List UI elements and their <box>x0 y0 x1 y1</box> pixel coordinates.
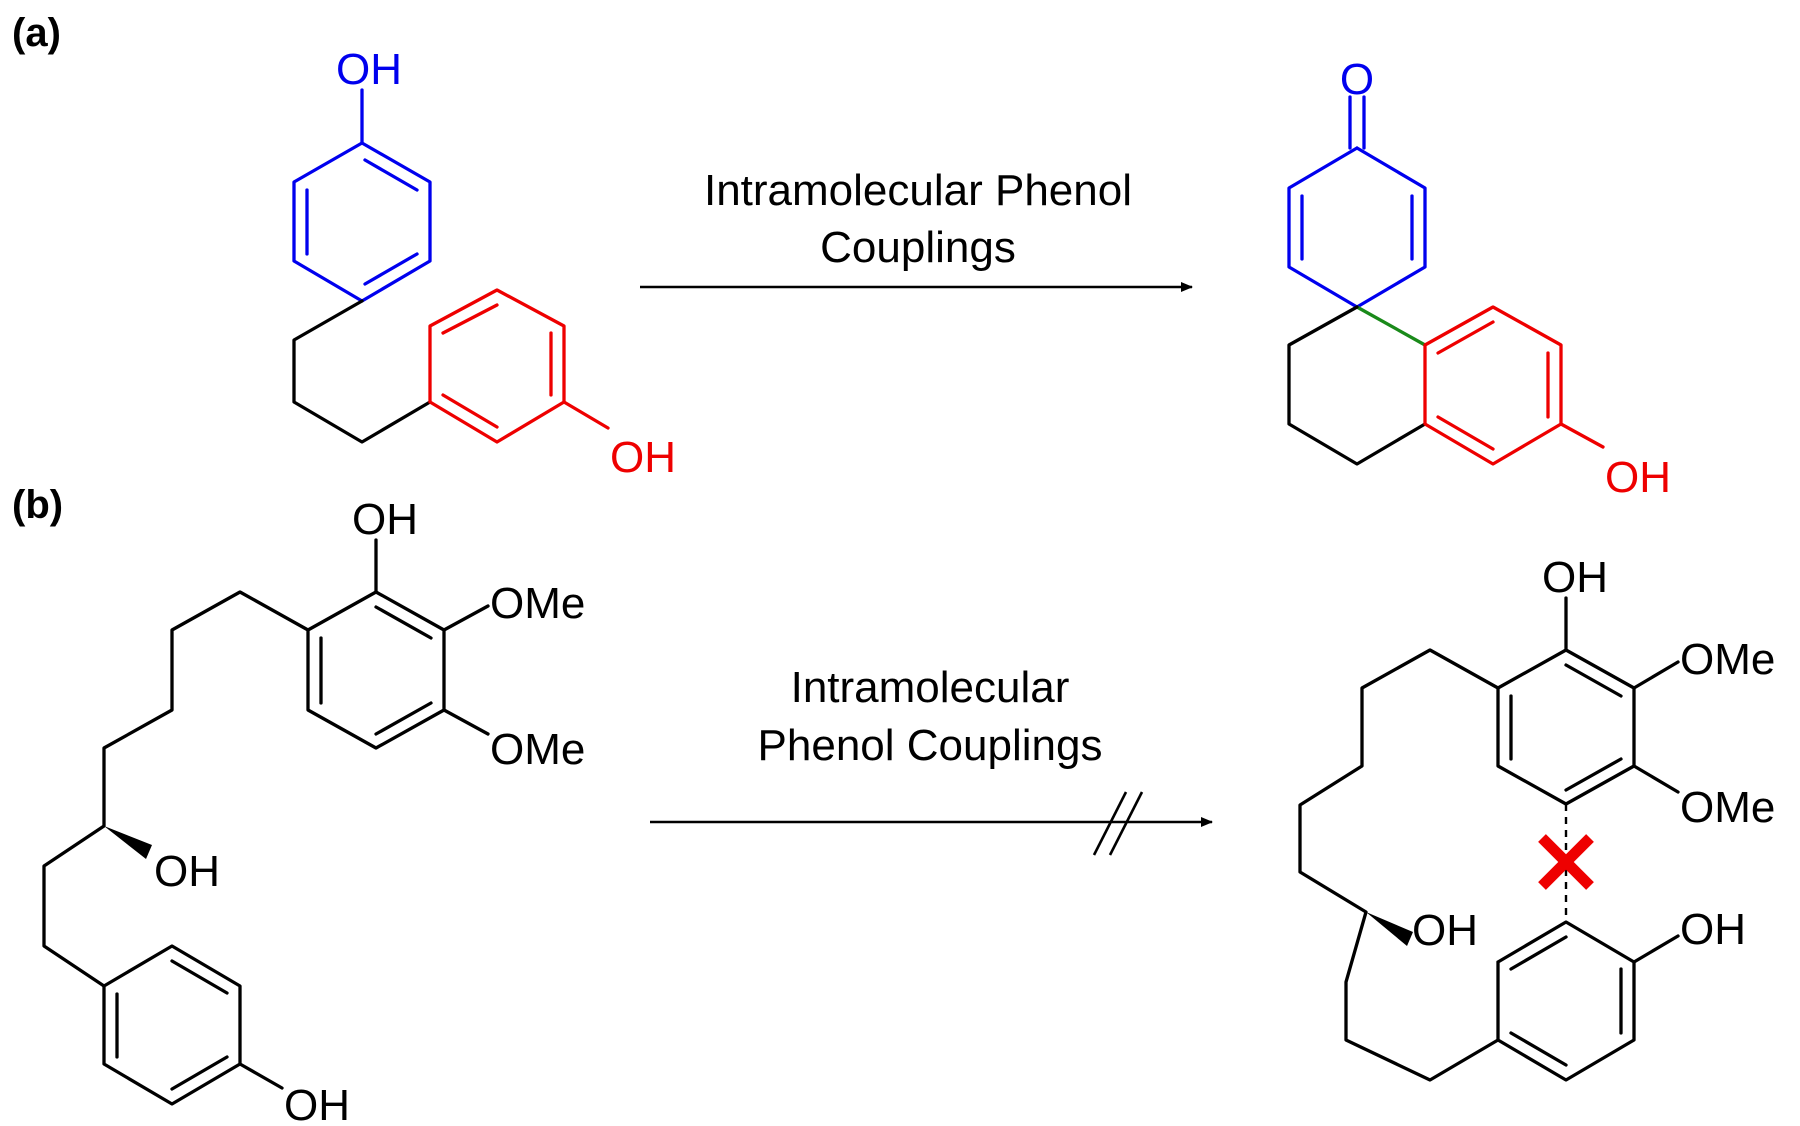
product-b-lower-ring <box>1496 920 1680 1082</box>
reactant-b-stereo-wedge <box>104 826 152 859</box>
reactant-a-blue-ring <box>292 88 432 303</box>
reactant-b-top-ring <box>306 538 490 750</box>
reactant-b-alkyl-chain <box>42 590 310 988</box>
reactant-a-side-oh: OH <box>610 433 676 482</box>
panel-label-a: (a) <box>12 11 61 55</box>
product-a-new-bond <box>1355 305 1427 347</box>
reactant-b-oh-stereo: OH <box>154 847 220 896</box>
reactant-a-red-ring <box>428 288 610 444</box>
conditions-b-line2: Phenol Couplings <box>758 721 1103 770</box>
blocked-x-icon <box>1538 834 1594 890</box>
conditions-a-line2: Couplings <box>820 223 1016 272</box>
reactant-b-ome-2: OMe <box>490 725 585 774</box>
reactant-a-propyl-chain <box>292 299 432 444</box>
blocked-arrow-slash-2 <box>1108 791 1144 856</box>
blocked-arrow-slash-1 <box>1092 791 1128 856</box>
product-a-ketone-o: O <box>1340 55 1374 104</box>
product-a-red-ring <box>1423 305 1605 466</box>
product-b-ome-2: OMe <box>1680 783 1775 832</box>
reactant-b-oh-bottom: OH <box>284 1081 350 1126</box>
conditions-a-line1: Intramolecular Phenol <box>704 166 1132 215</box>
reactant-b-ome-1: OMe <box>490 579 585 628</box>
reactant-b-bottom-ring <box>102 944 284 1106</box>
product-b-ome-1: OMe <box>1680 635 1775 684</box>
product-b-stereo-wedge <box>1366 912 1413 946</box>
product-b-oh-stereo: OH <box>1412 906 1478 955</box>
product-b-upper-ring <box>1496 596 1680 806</box>
reactant-b-oh-top: OH <box>352 495 418 544</box>
panel-label-b: (b) <box>12 483 63 527</box>
product-b-oh-top: OH <box>1542 553 1608 602</box>
conditions-b-line1: Intramolecular <box>791 663 1070 712</box>
product-b-macrocycle-chain <box>1298 648 1500 1082</box>
product-a-oh: OH <box>1605 453 1671 502</box>
product-b-oh-right: OH <box>1680 905 1746 954</box>
product-a-saturated-ring <box>1287 305 1427 466</box>
reactant-a-top-oh: OH <box>336 45 402 94</box>
product-a-dienone <box>1287 95 1427 309</box>
